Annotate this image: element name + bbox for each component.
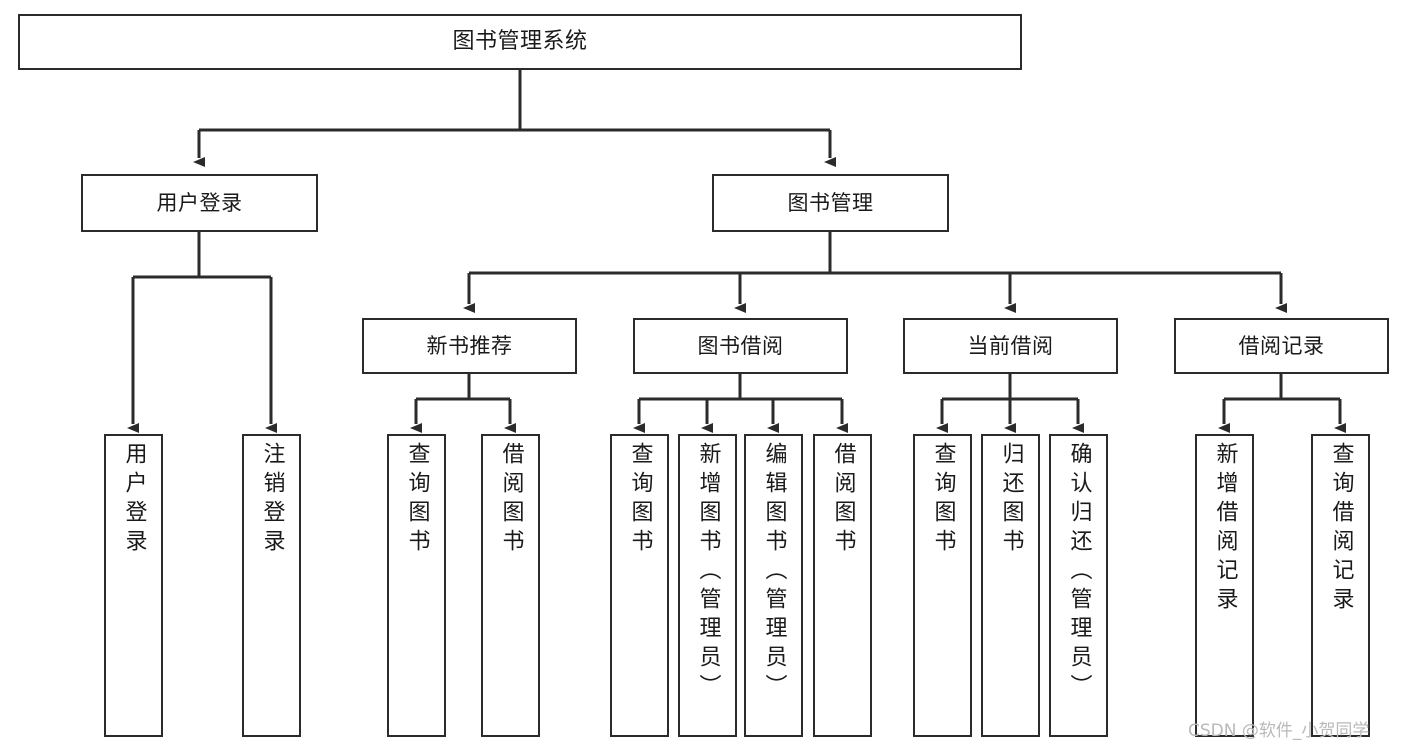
- leaf-borrow-book-1-label: 借阅图书: [498, 442, 524, 558]
- leaf-add-record-label: 新增借阅记录: [1212, 442, 1238, 616]
- leaf-query-book-3-label: 查询图书: [930, 442, 956, 558]
- leaf-add-book[interactable]: 新增图书（管理员）: [678, 434, 737, 737]
- leaf-query-record[interactable]: 查询借阅记录: [1311, 434, 1370, 737]
- leaf-borrow-book-2[interactable]: 借阅图书: [813, 434, 872, 737]
- leaf-logout[interactable]: 注销登录: [242, 434, 301, 737]
- leaf-user-login-label: 用户登录: [121, 442, 147, 558]
- leaf-borrow-book-1[interactable]: 借阅图书: [481, 434, 540, 737]
- leaf-return-book-label: 归还图书: [998, 442, 1024, 558]
- leaf-query-book-2[interactable]: 查询图书: [610, 434, 669, 737]
- leaf-confirm-return-label: 确认归还（管理员）: [1066, 442, 1092, 703]
- node-book-borrow[interactable]: 图书借阅: [633, 318, 848, 374]
- node-current-borrow-label: 当前借阅: [967, 333, 1054, 358]
- leaf-user-login[interactable]: 用户登录: [104, 434, 163, 737]
- leaf-confirm-return[interactable]: 确认归还（管理员）: [1049, 434, 1108, 737]
- node-book-manage[interactable]: 图书管理: [712, 174, 949, 232]
- node-new-book-recommend[interactable]: 新书推荐: [362, 318, 577, 374]
- node-user-login-label: 用户登录: [156, 190, 243, 215]
- leaf-query-book-2-label: 查询图书: [627, 442, 653, 558]
- leaf-add-book-label: 新增图书（管理员）: [695, 442, 721, 703]
- node-current-borrow[interactable]: 当前借阅: [903, 318, 1118, 374]
- leaf-return-book[interactable]: 归还图书: [981, 434, 1040, 737]
- leaf-edit-book-label: 编辑图书（管理员）: [761, 442, 787, 703]
- node-book-manage-label: 图书管理: [787, 190, 874, 215]
- leaf-query-book-3[interactable]: 查询图书: [913, 434, 972, 737]
- leaf-query-book-1[interactable]: 查询图书: [387, 434, 446, 737]
- leaf-query-record-label: 查询借阅记录: [1328, 442, 1354, 616]
- leaf-logout-label: 注销登录: [259, 442, 285, 558]
- node-borrow-record-label: 借阅记录: [1238, 333, 1325, 358]
- node-new-book-recommend-label: 新书推荐: [426, 333, 513, 358]
- node-root-label: 图书管理系统: [452, 29, 588, 55]
- leaf-edit-book[interactable]: 编辑图书（管理员）: [744, 434, 803, 737]
- node-root[interactable]: 图书管理系统: [18, 14, 1022, 70]
- leaf-query-book-1-label: 查询图书: [404, 442, 430, 558]
- leaf-borrow-book-2-label: 借阅图书: [830, 442, 856, 558]
- node-book-borrow-label: 图书借阅: [697, 333, 784, 358]
- csdn-watermark: CSDN @软件_小贺同学: [1188, 721, 1370, 741]
- node-borrow-record[interactable]: 借阅记录: [1174, 318, 1389, 374]
- leaf-add-record[interactable]: 新增借阅记录: [1195, 434, 1254, 737]
- node-user-login[interactable]: 用户登录: [81, 174, 318, 232]
